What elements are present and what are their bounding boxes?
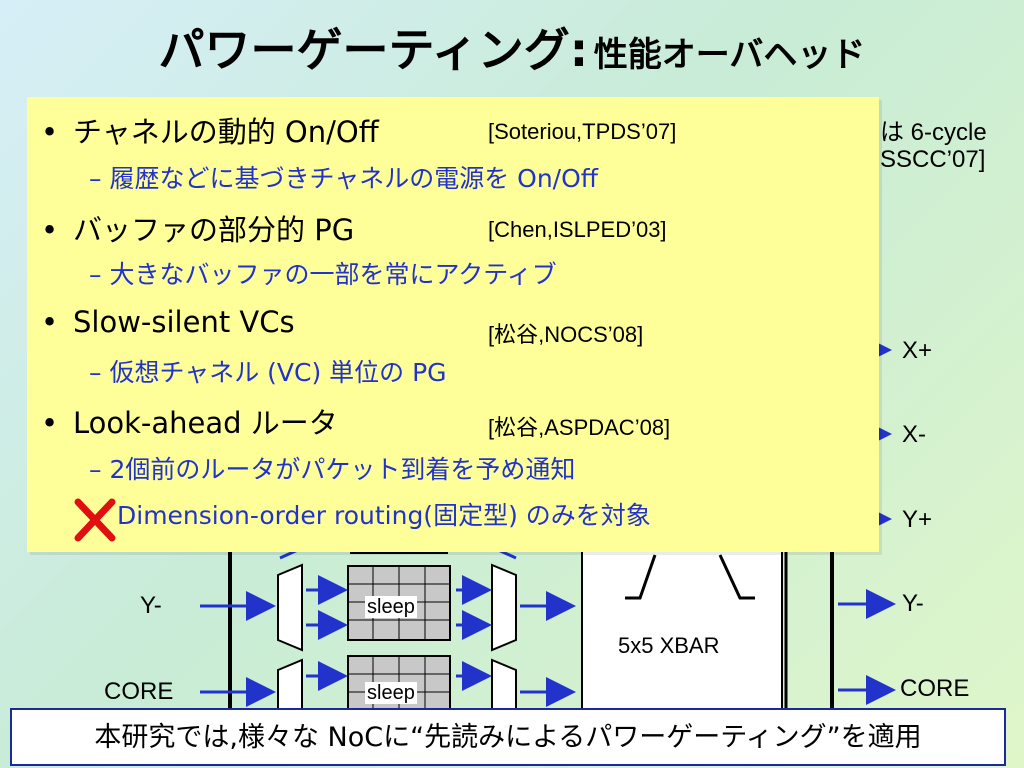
bullet-2-text: バッファの部分的 PG bbox=[73, 213, 355, 247]
partial-text-1: は 6-cycle bbox=[880, 119, 987, 146]
port-label-yminus-in: Y- bbox=[140, 592, 162, 619]
bullet-4-ref: [松谷,ASPDAC’08] bbox=[488, 415, 671, 440]
sleep-label-2: sleep bbox=[365, 682, 417, 704]
port-label-xplus: X+ bbox=[902, 337, 933, 364]
title-main: パワーゲーティング: bbox=[158, 23, 589, 77]
bullet-dot: • bbox=[41, 305, 59, 339]
bullet-1-text: チャネルの動的 On/Off bbox=[73, 115, 379, 149]
bullet-3: • Slow-silent VCs bbox=[41, 305, 295, 339]
xbar-label: 5x5 XBAR bbox=[618, 633, 720, 658]
bullet-3-text: Slow-silent VCs bbox=[73, 305, 295, 339]
bullet-2-ref: [Chen,ISLPED’03] bbox=[488, 217, 667, 242]
slide-title: パワーゲーティング: 性能オーバヘッド bbox=[0, 14, 1024, 80]
conclusion-box: 本研究では,様々な NoCに“先読みによるパワーゲーティング”を適用 bbox=[10, 708, 1006, 766]
bullet-1-sub: – 履歴などに基づきチャネルの電源を On/Off bbox=[89, 164, 598, 193]
bullet-dot: • bbox=[41, 213, 59, 247]
title-sub: 性能オーバヘッド bbox=[593, 35, 866, 75]
conclusion-text: 本研究では,様々な NoCに“先読みによるパワーゲーティング”を適用 bbox=[94, 722, 922, 753]
bullet-3-ref: [松谷,NOCS’08] bbox=[488, 322, 644, 347]
partial-text-2: SSCC’07] bbox=[880, 146, 986, 173]
bullet-4-text: Look-ahead ルータ bbox=[73, 406, 338, 440]
port-label-core-out: CORE bbox=[900, 675, 970, 702]
port-label-yminus-out: Y- bbox=[902, 590, 924, 617]
bullet-3-sub: – 仮想チャネル (VC) 単位の PG bbox=[89, 358, 447, 387]
port-label-yplus: Y+ bbox=[902, 506, 933, 533]
bullet-box: • チャネルの動的 On/Off [Soteriou,TPDS’07] – 履歴な… bbox=[27, 97, 879, 552]
port-label-xminus: X- bbox=[902, 421, 926, 448]
x-mark-icon bbox=[74, 498, 116, 542]
sleep-label-1: sleep bbox=[365, 596, 417, 618]
bullet-4: • Look-ahead ルータ bbox=[41, 400, 338, 442]
bullet-1: • チャネルの動的 On/Off bbox=[41, 109, 379, 151]
bullet-2: • バッファの部分的 PG bbox=[41, 207, 354, 249]
bullet-2-sub: – 大きなバッファの一部を常にアクティブ bbox=[89, 260, 557, 289]
router-diagram bbox=[200, 335, 896, 711]
bullet-4-sub2: Dimension-order routing(固定型) のみを対象 bbox=[117, 501, 651, 530]
bullet-1-ref: [Soteriou,TPDS’07] bbox=[488, 119, 677, 144]
bullet-4-sub: – 2個前のルータがパケット到着を予め通知 bbox=[89, 455, 576, 484]
bullet-dot: • bbox=[41, 406, 59, 440]
port-label-core-in: CORE bbox=[104, 678, 174, 705]
bullet-dot: • bbox=[41, 115, 59, 149]
